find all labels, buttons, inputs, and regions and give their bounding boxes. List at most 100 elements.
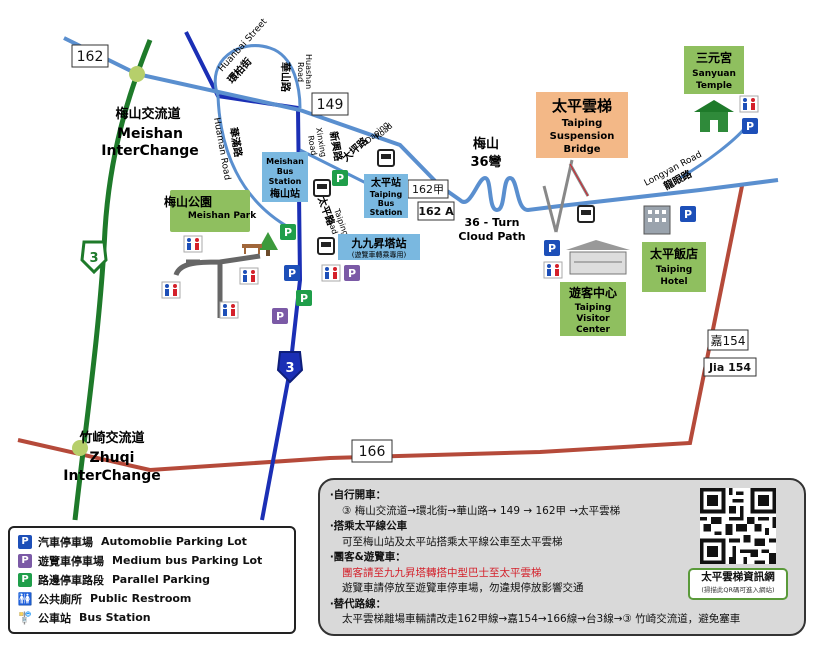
bus-parking-icon: P xyxy=(344,265,360,281)
svg-text:162: 162 xyxy=(77,49,104,65)
meishan-ic-en-1: Meishan xyxy=(117,126,183,142)
huashan-road-zh: 華山路 xyxy=(279,62,292,93)
svg-text:三元宮: 三元宮 xyxy=(696,50,732,65)
svg-text:162 A: 162 A xyxy=(418,205,454,218)
car-parking-icon: P xyxy=(544,240,560,256)
bench-icon xyxy=(242,244,262,254)
zhuqi-interchange-node xyxy=(72,440,88,456)
zhuqi-ic-en-2: InterChange xyxy=(63,468,160,484)
svg-text:166: 166 xyxy=(359,444,386,460)
info-line-alt-route: 太平雲梯離場車輛請改走162甲線→嘉154→166線→台3線→③ 竹崎交流道，避… xyxy=(342,613,741,625)
svg-text:Taiping: Taiping xyxy=(562,118,603,129)
sanyuan-temple-label: 三元宮 Sanyuan Temple xyxy=(684,46,744,94)
park-path xyxy=(173,253,261,318)
route-jia154-shield: 嘉154 Jia 154 xyxy=(703,329,757,377)
info-line-self-drive-route: ③ 梅山交流道→環北街→華山路→ 149 → 162甲 →太平雲梯 xyxy=(342,504,621,517)
road-huaman xyxy=(216,95,291,230)
visitor-center-label: 遊客中心 Taiping Visitor Center xyxy=(560,282,626,336)
xinxing-road-en-2: Road xyxy=(306,135,318,156)
bend36-en-1: 36 - Turn xyxy=(465,216,520,229)
legend-label-zh: 遊覽車停車場 xyxy=(38,554,104,568)
svg-text:P: P xyxy=(548,242,556,255)
car-parking-icon: P xyxy=(742,118,758,134)
svg-text:Visitor: Visitor xyxy=(576,314,610,324)
taiping-hotel-label: 太平飯店 Taiping Hotel xyxy=(642,242,706,292)
legend-label-zh: 公共廁所 xyxy=(38,592,82,606)
road-166 xyxy=(17,185,744,473)
info-line-coach-desc: 遊覽車請停放至遊覽車停車場，勿違規停放影響交通 xyxy=(342,582,584,594)
legend-row: P 汽車停車場 Automoblie Parking Lot xyxy=(18,532,286,551)
svg-text:Sanyuan: Sanyuan xyxy=(692,69,736,79)
svg-text:149: 149 xyxy=(317,97,344,113)
legend-label-en: Public Restroom xyxy=(90,592,192,605)
svg-text:Station: Station xyxy=(370,208,403,217)
huashan-road-en-2: Road xyxy=(296,62,305,82)
parking-badge-icon: P xyxy=(18,572,32,587)
info-line-bus-title: ‧搭乘太平線公車 xyxy=(330,520,408,532)
temple-icon xyxy=(694,100,734,132)
street-parking-icon: P xyxy=(296,290,312,306)
route-162-shield: 162 xyxy=(71,44,109,68)
road-longyan xyxy=(679,127,747,180)
bus-stop-icon xyxy=(377,149,395,167)
svg-text:P: P xyxy=(276,310,284,323)
car-parking-icon: P xyxy=(284,265,300,281)
svg-text:(遊覽車轉乘專用): (遊覽車轉乘專用) xyxy=(352,250,407,259)
svg-text:Bus: Bus xyxy=(378,199,395,208)
svg-text:Bus: Bus xyxy=(277,167,294,176)
route-162a-shield: 162甲 162 A xyxy=(407,179,455,221)
svg-text:Bridge: Bridge xyxy=(563,144,600,155)
svg-text:太平站: 太平站 xyxy=(370,176,401,189)
hotel-building-icon xyxy=(643,205,671,235)
svg-text:太平雲梯: 太平雲梯 xyxy=(552,97,612,115)
svg-text:3: 3 xyxy=(89,251,98,266)
restroom-icon xyxy=(219,301,239,319)
street-parking-icon: P xyxy=(332,170,348,186)
road-huanbai xyxy=(213,44,302,109)
bus-stop-icon xyxy=(577,205,595,223)
bend36-en-2: Cloud Path xyxy=(458,230,525,243)
qr-caption: 太平雲梯資訊網 (掃描此QR碼可進入網站) xyxy=(688,568,788,600)
svg-text:Meishan: Meishan xyxy=(266,157,304,166)
street-parking-icon: P xyxy=(280,224,296,240)
route-3-shield-blue: 3 xyxy=(276,351,304,384)
svg-text:P: P xyxy=(684,208,692,221)
bus-stop-icon: 🚏 xyxy=(17,610,33,625)
svg-text:3: 3 xyxy=(285,361,294,376)
bend36-zh-1: 梅山 xyxy=(473,136,499,152)
meishan-park-label: 梅山公園 Meishan Park xyxy=(164,190,257,232)
restroom-icon xyxy=(321,264,341,282)
restroom-icon xyxy=(239,267,259,285)
jiujiu-station-label: 九九昇塔站 (遊覽車轉乘專用) xyxy=(338,234,420,260)
huashan-road-en-1: Huashan xyxy=(304,54,313,89)
taiping-bridge-label: 太平雲梯 Taiping Suspension Bridge xyxy=(536,92,628,158)
svg-text:Temple: Temple xyxy=(696,81,732,91)
info-line-alt-title: ‧替代路線： xyxy=(330,597,387,610)
legend-label-zh: 汽車停車場 xyxy=(38,535,93,549)
legend-label-en: Medium bus Parking Lot xyxy=(112,554,263,567)
svg-text:Suspension: Suspension xyxy=(550,131,615,142)
bend36-zh-2: 36彎 xyxy=(470,154,501,170)
restroom-icon xyxy=(739,95,759,113)
meishan-interchange-node xyxy=(129,66,145,82)
parking-badge-icon: P xyxy=(18,534,32,549)
svg-text:Center: Center xyxy=(576,325,611,335)
meishan-ic-en-2: InterChange xyxy=(101,143,198,159)
svg-text:P: P xyxy=(348,267,356,280)
parking-badge-icon: P xyxy=(18,553,32,568)
svg-text:Jia 154: Jia 154 xyxy=(708,361,751,374)
svg-text:Meishan Park: Meishan Park xyxy=(188,211,257,221)
bus-stop-icon xyxy=(313,179,331,197)
svg-text:Hotel: Hotel xyxy=(660,277,687,287)
legend-label-en: Automoblie Parking Lot xyxy=(101,535,247,548)
qr-code-icon[interactable] xyxy=(700,488,776,564)
info-line-group-desc: 團客請至九九昇塔轉搭中型巴士至太平雲梯 xyxy=(342,566,542,579)
info-line-self-drive-title: ‧自行開車： xyxy=(330,489,387,501)
svg-text:Taiping: Taiping xyxy=(370,190,403,199)
info-line-group-title: ‧團客&遊覽車： xyxy=(330,551,406,563)
svg-text:P: P xyxy=(746,120,754,133)
road-162 xyxy=(63,36,442,188)
car-parking-icon: P xyxy=(680,206,696,222)
